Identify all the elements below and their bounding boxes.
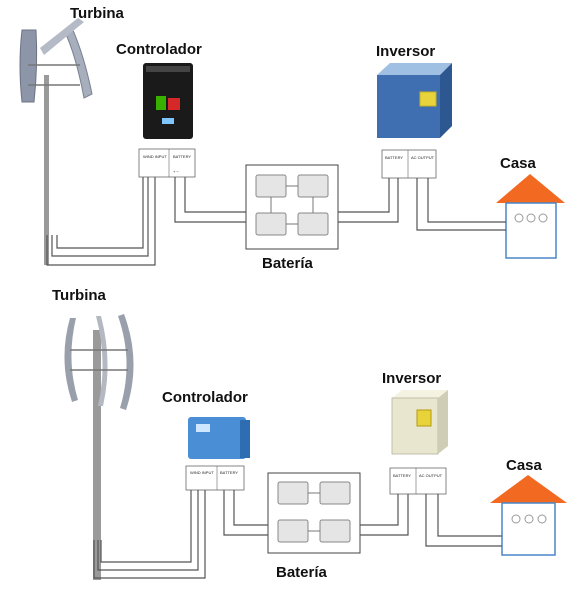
turbine-1-blade-right — [63, 27, 93, 99]
bulb-icon — [511, 514, 521, 524]
inverter-1-side — [440, 63, 452, 138]
battery-2b — [319, 481, 351, 505]
controller-1-terminal-block — [138, 148, 196, 178]
inverter-1-top — [377, 63, 452, 75]
turbine-1-blade-top — [40, 18, 84, 55]
inverter-2-top — [392, 390, 448, 398]
turbine-2-blade-left — [64, 318, 78, 402]
controller-2-terminal-wind: WIND INPUT — [190, 470, 214, 475]
controller-1-terminal-battery: BATTERY — [173, 154, 191, 159]
controller-1-vent — [146, 66, 190, 72]
inverter-1-terminal-battery: BATTERY — [385, 155, 403, 160]
controller-1-indicator — [168, 98, 180, 110]
battery-2a — [277, 481, 309, 505]
inverter-1-terminal-ac: AC OUTPUT — [411, 155, 435, 160]
bulb-icon — [514, 213, 524, 223]
bulb-icon — [538, 213, 548, 223]
inverter-1-screen — [419, 91, 437, 107]
turbine-2-blade-center — [96, 316, 108, 406]
house-2-label: Casa — [506, 457, 543, 474]
controller-1-label: Controlador — [116, 41, 202, 58]
turbine-1: Turbina — [19, 5, 125, 265]
bulb-icon — [526, 213, 536, 223]
house-1-roof — [496, 174, 565, 203]
house-1-body — [505, 202, 557, 259]
turbine-1-blade-left — [19, 29, 38, 103]
turbine-1-label: Turbina — [70, 5, 125, 22]
turbine-2-blade-right — [118, 314, 134, 410]
controller-2: Controlador WIND INPUT BATTERY — [162, 389, 250, 491]
inverter-2-terminal-ac: AC OUTPUT — [419, 473, 443, 478]
controller-2-terminal-block — [185, 465, 245, 491]
inverter-1: Inversor BATTERY AC OUTPUT — [376, 43, 452, 179]
wiring-2 — [93, 490, 502, 579]
house-2-roof — [490, 475, 567, 503]
controller-1-plus: + − — [173, 169, 179, 174]
system-1: Turbina Controlador WIND INPUT BATTERY +… — [19, 5, 565, 272]
turbine-1-pole — [44, 75, 49, 265]
controller-2-display — [196, 424, 210, 432]
battery-bank-1: Batería — [245, 164, 339, 272]
battery-1b — [297, 174, 329, 198]
battery-2d — [319, 519, 351, 543]
inverter-2: Inversor BATTERY AC OUTPUT — [382, 370, 448, 495]
battery-bank-1-label: Batería — [262, 255, 314, 272]
controller-2-side — [240, 420, 250, 458]
wiring-1 — [46, 177, 506, 266]
bulb-icon — [524, 514, 534, 524]
turbine-2-label: Turbina — [52, 287, 107, 304]
inverter-1-terminal-block — [381, 149, 437, 179]
house-2: Casa — [490, 457, 567, 556]
inverter-2-label: Inversor — [382, 370, 441, 387]
bulb-icon — [537, 514, 547, 524]
controller-2-label: Controlador — [162, 389, 248, 406]
battery-1a — [255, 174, 287, 198]
controller-2-body — [188, 417, 246, 459]
inverter-2-terminal-block — [389, 467, 447, 495]
inverter-2-terminal-battery: BATTERY — [393, 473, 411, 478]
house-1: Casa — [496, 155, 565, 259]
controller-2-terminal-battery: BATTERY — [220, 470, 238, 475]
system-2: Turbina Controlador WIND INPUT BATTERY — [52, 287, 567, 581]
battery-2c — [277, 519, 309, 543]
controller-1-terminal-wind: WIND INPUT — [143, 154, 167, 159]
controller-1-display — [156, 96, 166, 110]
turbine-2: Turbina — [52, 287, 134, 580]
battery-1d — [297, 212, 329, 236]
inverter-2-screen — [416, 409, 432, 427]
inverter-2-side — [438, 390, 448, 454]
controller-1-panel — [162, 118, 174, 124]
battery-bank-2-label: Batería — [276, 564, 328, 581]
battery-1c — [255, 212, 287, 236]
inverter-1-label: Inversor — [376, 43, 435, 60]
turbine-2-pole — [93, 330, 101, 580]
controller-1: Controlador WIND INPUT BATTERY + − — [116, 41, 202, 178]
house-2-body — [501, 502, 556, 556]
house-1-label: Casa — [500, 155, 537, 172]
battery-bank-2: Batería — [267, 472, 361, 581]
